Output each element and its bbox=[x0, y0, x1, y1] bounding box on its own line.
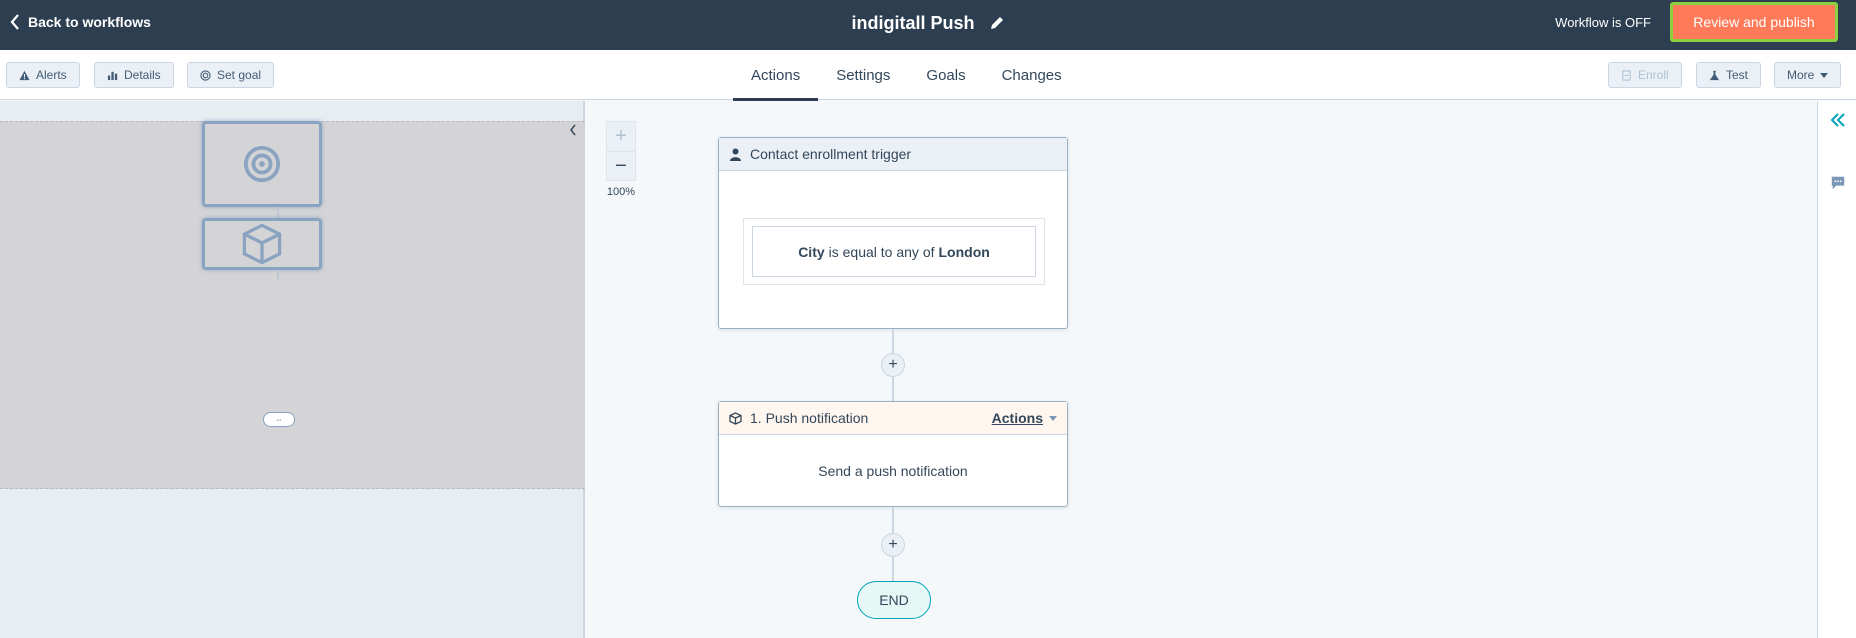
chevron-left-icon bbox=[10, 14, 19, 30]
set-goal-button[interactable]: Set goal bbox=[187, 62, 275, 88]
top-header: Back to workflows indigitall Push Workfl… bbox=[0, 0, 1856, 50]
enroll-button[interactable]: Enroll bbox=[1608, 62, 1682, 88]
warning-icon bbox=[19, 70, 30, 80]
chart-icon bbox=[107, 71, 118, 80]
connector-line bbox=[892, 557, 894, 581]
connector-line bbox=[892, 377, 894, 401]
filter-condition[interactable]: City is equal to any of London bbox=[752, 226, 1036, 277]
sub-toolbar: Alerts Details Set goal Actions Settings… bbox=[0, 50, 1856, 101]
push-notification-card[interactable]: 1. Push notification Actions Send a push… bbox=[718, 401, 1068, 507]
actions-dropdown-label: Actions bbox=[991, 410, 1043, 426]
zoom-controls: + − 100% bbox=[606, 121, 636, 198]
tab-settings[interactable]: Settings bbox=[836, 66, 891, 84]
trigger-card-header: Contact enrollment trigger bbox=[719, 138, 1067, 171]
flask-icon bbox=[1709, 70, 1720, 80]
zoom-out-button[interactable]: − bbox=[606, 151, 636, 181]
workflow-title: indigitall Push bbox=[851, 12, 975, 33]
actions-dropdown[interactable]: Actions bbox=[992, 410, 1057, 426]
workflow-canvas: + − 100% Contact enrollment trigger City… bbox=[587, 101, 1817, 638]
mini-end-pill: ⇔ bbox=[263, 412, 295, 427]
enrollment-trigger-card[interactable]: Contact enrollment trigger City is equal… bbox=[718, 137, 1068, 329]
tab-changes[interactable]: Changes bbox=[1001, 66, 1062, 84]
details-label: Details bbox=[124, 68, 161, 82]
zoom-in-button[interactable]: + bbox=[606, 121, 636, 151]
trigger-title: Contact enrollment trigger bbox=[750, 146, 912, 162]
add-action-button[interactable]: + bbox=[881, 353, 905, 377]
action-title: 1. Push notification bbox=[750, 410, 869, 426]
enroll-label: Enroll bbox=[1638, 68, 1669, 82]
filter-group: City is equal to any of London bbox=[743, 218, 1045, 285]
mini-connector bbox=[277, 270, 279, 280]
tab-goals[interactable]: Goals bbox=[926, 66, 966, 84]
alerts-label: Alerts bbox=[36, 68, 67, 82]
back-label: Back to workflows bbox=[28, 14, 151, 30]
set-goal-label: Set goal bbox=[217, 68, 262, 82]
test-button[interactable]: Test bbox=[1696, 62, 1762, 88]
tab-actions[interactable]: Actions bbox=[733, 50, 819, 101]
box-icon bbox=[729, 411, 742, 425]
action-card-header: 1. Push notification Actions bbox=[719, 402, 1067, 435]
target-icon bbox=[200, 69, 211, 81]
chevron-left-icon[interactable] bbox=[568, 123, 578, 137]
comment-icon[interactable] bbox=[1829, 174, 1847, 192]
enroll-icon bbox=[1622, 69, 1631, 81]
box-icon bbox=[242, 223, 282, 265]
more-button[interactable]: More bbox=[1774, 62, 1842, 88]
target-icon bbox=[243, 145, 281, 183]
connector-line bbox=[892, 507, 894, 545]
add-action-button[interactable]: + bbox=[881, 533, 905, 557]
mini-trigger-node bbox=[202, 121, 322, 207]
test-label: Test bbox=[1726, 68, 1749, 82]
filter-operator: is equal to any of bbox=[828, 243, 935, 260]
pencil-icon[interactable] bbox=[989, 15, 1005, 31]
back-to-workflows-link[interactable]: Back to workflows bbox=[10, 0, 151, 44]
chevron-down-icon bbox=[1820, 72, 1829, 78]
workflow-tabs: Actions Settings Goals Changes bbox=[733, 50, 1080, 101]
workflow-preview-panel: ⇔ bbox=[0, 101, 585, 638]
right-rail bbox=[1817, 101, 1856, 638]
chevron-down-icon bbox=[1049, 415, 1057, 421]
action-description: Send a push notification bbox=[818, 463, 968, 479]
preview-area[interactable] bbox=[0, 121, 585, 489]
filter-value: London bbox=[938, 243, 990, 260]
zoom-level: 100% bbox=[606, 186, 636, 198]
mini-action-node bbox=[202, 218, 322, 270]
workflow-status: Workflow is OFF bbox=[1555, 14, 1651, 30]
alerts-button[interactable]: Alerts bbox=[6, 62, 80, 88]
connector-line bbox=[892, 329, 894, 366]
details-button[interactable]: Details bbox=[94, 62, 174, 88]
more-label: More bbox=[1787, 68, 1815, 82]
review-and-publish-button[interactable]: Review and publish bbox=[1670, 2, 1838, 42]
person-icon bbox=[730, 148, 741, 161]
end-node: END bbox=[857, 581, 931, 619]
mini-connector bbox=[277, 207, 279, 219]
chevron-double-left-icon[interactable] bbox=[1829, 111, 1847, 129]
filter-property: City bbox=[798, 243, 825, 260]
